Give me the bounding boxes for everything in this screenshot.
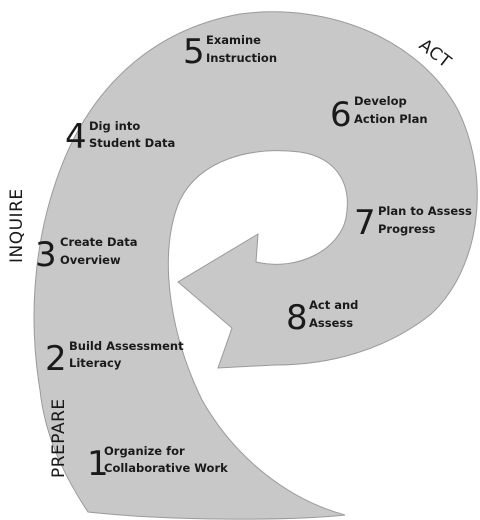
step-label-line2: Overview bbox=[60, 253, 121, 267]
step-number: 6 bbox=[330, 95, 352, 135]
step-label-line1: Act and bbox=[309, 298, 358, 312]
step-number: 8 bbox=[286, 298, 308, 338]
step-label-line2: Action Plan bbox=[354, 112, 428, 126]
step-2: 2 Build Assessment Literacy bbox=[45, 339, 184, 379]
phase-label-prepare: PREPARE bbox=[49, 398, 69, 478]
step-number: 3 bbox=[35, 235, 57, 275]
step-label-line1: Create Data bbox=[60, 235, 138, 249]
step-label-line2: Collaborative Work bbox=[104, 461, 228, 475]
step-label-line1: Dig into bbox=[89, 119, 140, 133]
step-3: 3 Create Data Overview bbox=[35, 235, 138, 275]
step-number: 1 bbox=[87, 444, 109, 484]
step-5: 5 Examine Instruction bbox=[183, 32, 277, 72]
step-7: 7 Plan to Assess Progress bbox=[354, 203, 472, 243]
step-number: 4 bbox=[65, 117, 87, 157]
step-label-line2: Literacy bbox=[69, 356, 122, 370]
step-label-line2: Assess bbox=[309, 316, 353, 330]
spiral-arrow-shape bbox=[33, 11, 478, 520]
step-label-line1: Build Assessment bbox=[69, 339, 184, 353]
phase-label-inquire: INQUIRE bbox=[7, 188, 27, 263]
step-label-line2: Instruction bbox=[206, 51, 277, 65]
step-4: 4 Dig into Student Data bbox=[65, 117, 175, 157]
step-label-line1: Examine bbox=[206, 33, 261, 47]
step-8: 8 Act and Assess bbox=[286, 298, 358, 338]
step-number: 5 bbox=[183, 32, 205, 72]
step-number: 2 bbox=[45, 339, 67, 379]
step-number: 7 bbox=[354, 203, 376, 243]
step-label-line1: Develop bbox=[354, 94, 407, 108]
step-label-line1: Plan to Assess bbox=[378, 204, 472, 218]
step-1: 1 Organize for Collaborative Work bbox=[87, 444, 228, 484]
step-label-line1: Organize for bbox=[104, 444, 185, 458]
step-label-line2: Progress bbox=[378, 222, 436, 236]
step-label-line2: Student Data bbox=[89, 136, 175, 150]
step-6: 6 Develop Action Plan bbox=[330, 94, 428, 135]
